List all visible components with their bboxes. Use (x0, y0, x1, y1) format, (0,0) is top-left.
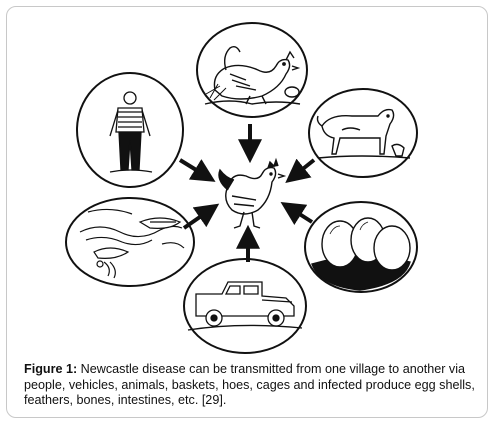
truck-icon (187, 281, 303, 331)
arrow-from-eggs (280, 201, 314, 225)
arrow-from-feathers (182, 203, 220, 230)
caption-label: Figure 1: (24, 362, 78, 376)
eggs-icon (311, 217, 411, 291)
caption-text: Newcastle disease can be transmitted fro… (24, 362, 475, 407)
hen-icon (204, 45, 301, 105)
arrow-from-dog (285, 158, 316, 183)
hen-scene-circle (196, 22, 308, 118)
person-scene-circle (76, 72, 184, 188)
dog-icon (316, 108, 411, 159)
arrow-from-person (178, 158, 216, 182)
eggs-scene-circle (304, 201, 418, 293)
arrows (178, 124, 316, 262)
feathers-icon (79, 208, 185, 279)
center-rooster-icon (218, 157, 287, 229)
animal-scene-circle (308, 88, 418, 178)
vehicle-scene-circle (183, 258, 307, 354)
feathers-scene-circle (65, 197, 195, 287)
person-icon (109, 91, 153, 173)
figure-caption: Figure 1: Newcastle disease can be trans… (24, 362, 476, 409)
